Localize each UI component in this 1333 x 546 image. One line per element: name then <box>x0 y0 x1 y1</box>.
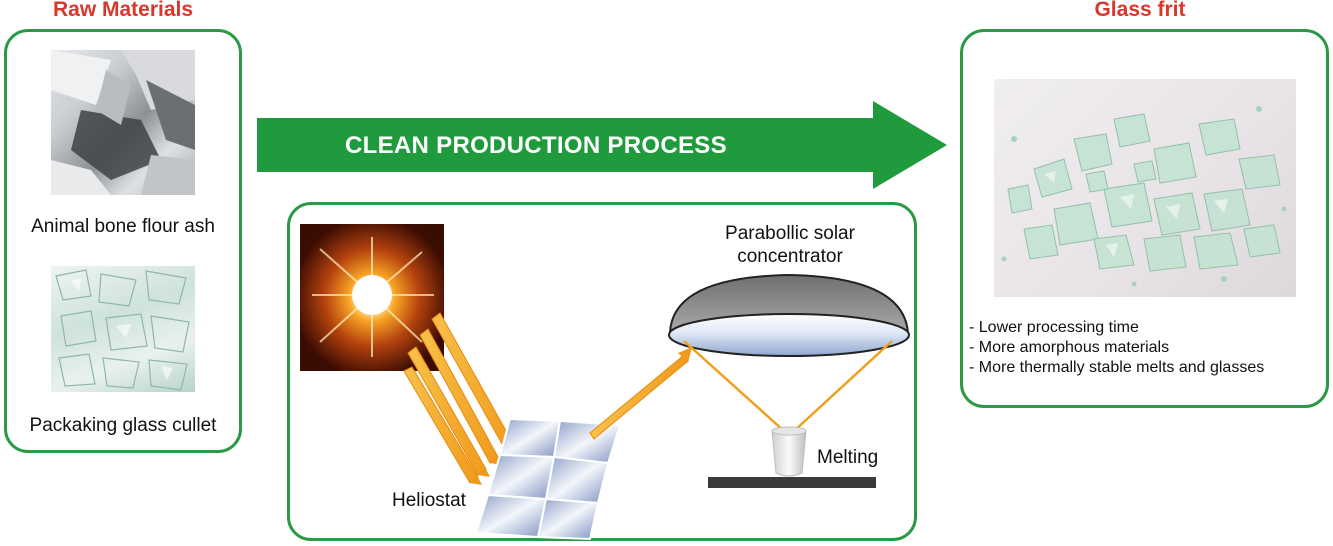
bone-ash-photo <box>51 50 195 195</box>
concentrator-label: Parabollic solar concentrator <box>725 223 855 267</box>
bone-ash-caption: Animal bone flour ash <box>31 216 215 237</box>
benefit-item: - Lower processing time <box>969 319 1139 336</box>
glass-frit-photo <box>994 79 1296 297</box>
glass-frit-benefits-list: - Lower processing time - More amorphous… <box>969 318 1264 378</box>
process-arrow-label: CLEAN PRODUCTION PROCESS <box>345 132 727 159</box>
solar-process-diagram <box>300 224 910 541</box>
crucible-icon <box>771 426 807 477</box>
benefit-item: - More thermally stable melts and glasse… <box>969 359 1265 376</box>
sun-icon <box>300 224 444 371</box>
melting-label: Melting <box>817 447 879 468</box>
furnace-base-plate <box>708 477 876 488</box>
reflected-beam <box>589 347 692 440</box>
glass-frit-title: Glass frit <box>1094 0 1186 21</box>
heliostat-label: Heliostat <box>392 490 466 511</box>
glass-cullet-photo <box>51 266 195 392</box>
raw-materials-title: Raw Materials <box>52 0 194 21</box>
benefit-item: - More amorphous materials <box>969 339 1170 356</box>
parabolic-concentrator-icon <box>668 273 910 357</box>
process-arrow <box>257 101 947 189</box>
glass-cullet-caption: Packaking glass cullet <box>29 415 217 436</box>
